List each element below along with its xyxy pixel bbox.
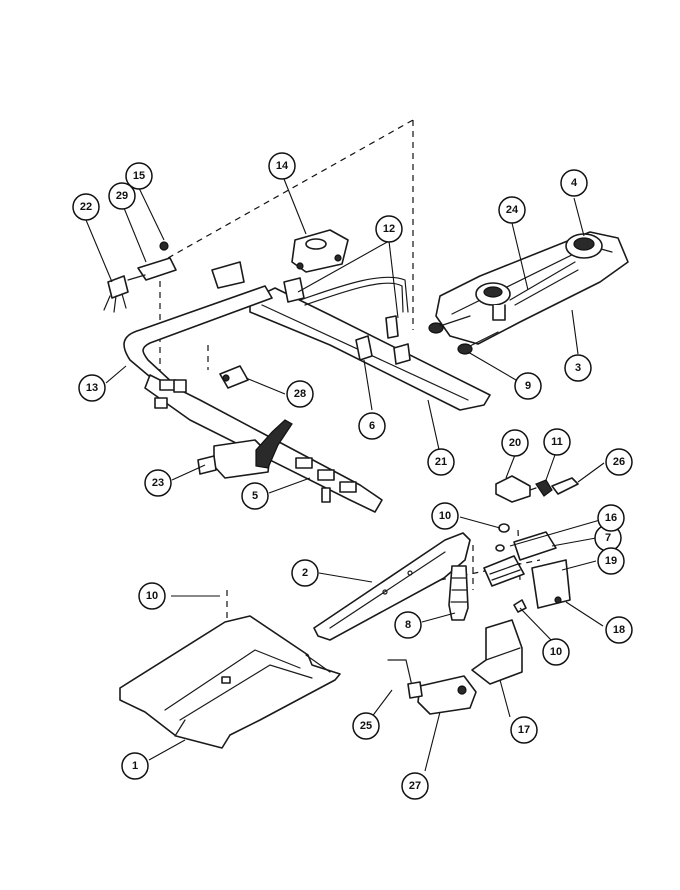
callout-9: 9 <box>514 372 542 400</box>
svg-text:16: 16 <box>605 512 617 524</box>
callout-23: 23 <box>144 469 172 497</box>
callout-11: 11 <box>543 428 571 456</box>
svg-text:8: 8 <box>405 619 411 631</box>
callout-27: 27 <box>401 772 429 800</box>
oven-valve-part <box>197 419 293 479</box>
callout-20: 20 <box>501 429 529 457</box>
callout-10-c: 10 <box>542 638 570 666</box>
ignition-switch-part <box>103 241 177 313</box>
callout-18: 18 <box>605 616 633 644</box>
svg-text:2: 2 <box>302 567 308 579</box>
callout-2: 2 <box>291 559 319 587</box>
svg-text:29: 29 <box>116 190 128 202</box>
svg-text:20: 20 <box>509 437 521 449</box>
svg-text:7: 7 <box>605 532 611 544</box>
leader-lines <box>85 178 605 772</box>
manifold-rail-part <box>211 261 491 411</box>
burner-box-part <box>119 615 341 749</box>
svg-text:12: 12 <box>383 223 395 235</box>
callout-25: 25 <box>352 712 380 740</box>
svg-text:21: 21 <box>435 456 447 468</box>
callouts: 1 2 3 4 5 6 7 8 9 10 10 10 11 12 13 14 1… <box>72 152 633 800</box>
callout-8: 8 <box>394 611 422 639</box>
svg-text:9: 9 <box>525 380 531 392</box>
callout-3: 3 <box>564 354 592 382</box>
svg-text:11: 11 <box>551 436 563 448</box>
callout-24: 24 <box>498 196 526 224</box>
callout-5: 5 <box>241 482 269 510</box>
svg-text:18: 18 <box>613 624 625 636</box>
callout-19: 19 <box>597 547 625 575</box>
callout-26: 26 <box>605 448 633 476</box>
svg-text:14: 14 <box>276 160 289 172</box>
callout-10-a: 10 <box>138 582 166 610</box>
callout-28: 28 <box>286 380 314 408</box>
svg-text:27: 27 <box>409 780 421 792</box>
svg-text:4: 4 <box>571 177 578 189</box>
callout-22: 22 <box>72 193 100 221</box>
svg-text:3: 3 <box>575 362 581 374</box>
pilot-tubes-part <box>283 276 409 339</box>
svg-text:10: 10 <box>439 510 451 522</box>
svg-text:1: 1 <box>132 760 138 772</box>
svg-text:23: 23 <box>152 477 164 489</box>
callout-17: 17 <box>510 716 538 744</box>
callout-12: 12 <box>375 215 403 243</box>
oven-control-parts <box>483 523 571 613</box>
svg-text:24: 24 <box>506 204 519 216</box>
callout-16: 16 <box>597 504 625 532</box>
regulator-part <box>291 229 349 273</box>
top-burner-assembly-part <box>428 231 629 355</box>
callout-14: 14 <box>268 152 296 180</box>
callout-13: 13 <box>78 374 106 402</box>
callout-21: 21 <box>427 448 455 476</box>
svg-text:19: 19 <box>605 555 617 567</box>
svg-text:10: 10 <box>146 590 158 602</box>
svg-text:25: 25 <box>360 720 372 732</box>
svg-text:5: 5 <box>252 490 258 502</box>
svg-text:17: 17 <box>518 724 530 736</box>
svg-text:6: 6 <box>369 420 375 432</box>
svg-text:26: 26 <box>613 456 625 468</box>
callout-29: 29 <box>108 182 136 210</box>
callout-6: 6 <box>358 412 386 440</box>
svg-text:15: 15 <box>133 170 145 182</box>
fitting-part <box>219 365 249 389</box>
thermostat-parts <box>495 475 579 503</box>
callout-10-b: 10 <box>431 502 459 530</box>
manifold-bracket-part <box>313 532 471 641</box>
svg-text:28: 28 <box>294 388 306 400</box>
svg-text:22: 22 <box>80 201 92 213</box>
svg-text:13: 13 <box>86 382 98 394</box>
mounting-bracket-part <box>471 619 523 685</box>
safety-valve-part <box>387 659 477 715</box>
callout-1: 1 <box>121 752 149 780</box>
callout-15: 15 <box>125 162 153 190</box>
oven-burner-tube-part <box>448 565 469 621</box>
svg-text:10: 10 <box>550 646 562 658</box>
burner-bracket-part <box>355 335 411 365</box>
callout-4: 4 <box>560 169 588 197</box>
